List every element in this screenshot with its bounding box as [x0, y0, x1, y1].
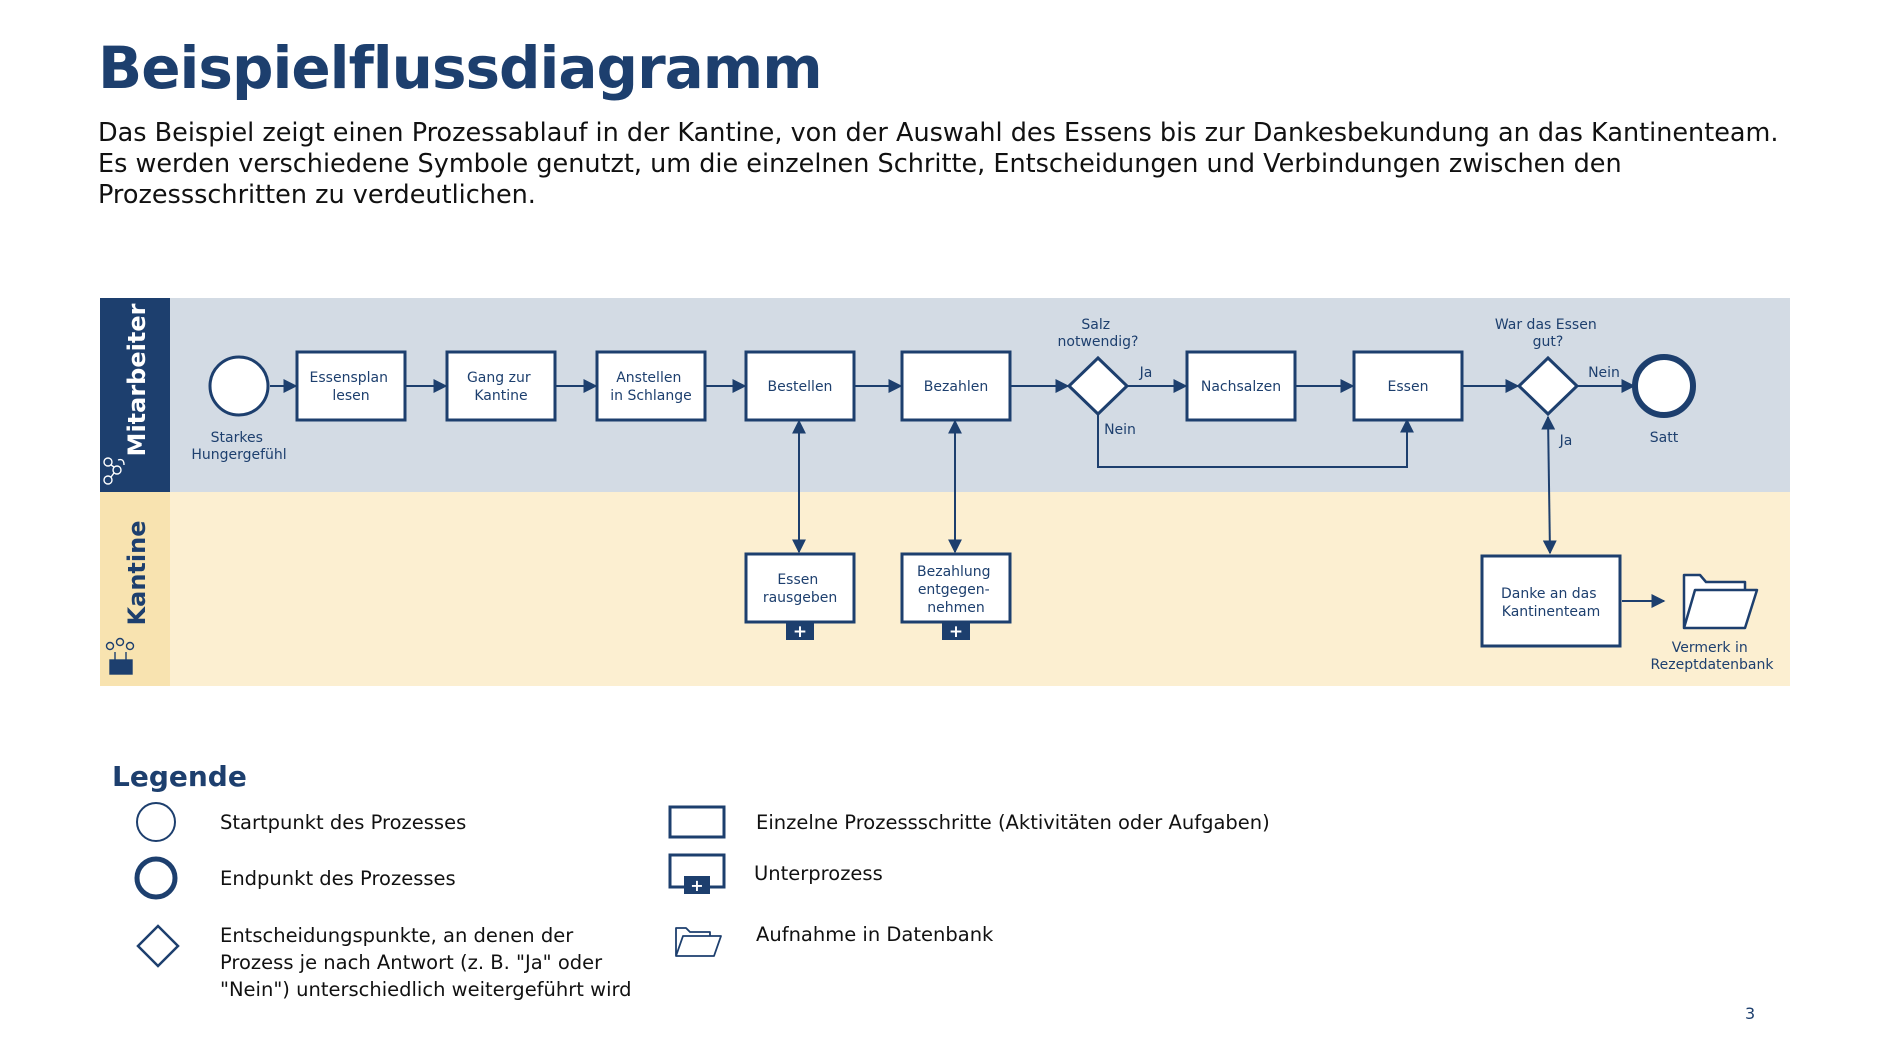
subprocess-marker-icon: [942, 622, 970, 640]
plus-icon: +: [690, 876, 703, 895]
database-vermerk: Vermerk in Rezeptdatenbank: [1651, 573, 1775, 673]
start-event-label: Starkes Hungergefühl: [191, 430, 286, 463]
page-description: Das Beispiel zeigt einen Prozessablauf i…: [98, 118, 1798, 211]
salz-nein-label: Nein: [1104, 422, 1136, 438]
task-danke-kantinenteam: Danke an das Kantinenteam: [1480, 554, 1622, 648]
legend-task-symbol: [668, 805, 726, 839]
end-event-label: Satt: [1650, 430, 1679, 446]
legend-end-label: Endpunkt des Prozesses: [220, 867, 456, 890]
decision-essen-gut: War das Essen gut? Nein Ja: [1495, 317, 1620, 449]
gut-ja-label: Ja: [1559, 433, 1573, 449]
page-title: Beispielflussdiagramm: [98, 34, 823, 102]
legend-symbols: +: [134, 802, 726, 968]
legend-decision-label: Entscheidungspunkte, an denen der Prozes…: [220, 924, 632, 1001]
database-label: Vermerk in Rezeptdatenbank: [1651, 640, 1775, 673]
decision-salz-notwendig: Salz notwendig? Ja Nein: [1058, 317, 1153, 438]
end-event-circle: [1632, 354, 1696, 418]
description-line-2: Es werden verschiedene Symbole genutzt, …: [98, 149, 1622, 210]
task-bestellen: Bestellen: [744, 350, 856, 422]
lane-kantine-header: [100, 492, 170, 686]
cashier-icon: [105, 637, 135, 675]
folder-icon: [1682, 573, 1759, 630]
legend-start-symbol: [136, 802, 176, 842]
task-anstellen-label: Anstellen in Schlange: [610, 370, 692, 404]
subprocess-bezahlung-entgegennehmen: Bezahlung entgegen- nehmen +: [900, 552, 1012, 642]
salz-ja-label: Ja: [1139, 365, 1153, 381]
task-essen-label: Essen: [1388, 379, 1429, 395]
subprocess-essen-rausgeben-label: Essen rausgeben: [763, 572, 837, 606]
subprocess-marker-icon: [786, 622, 814, 640]
subprocess-essen-rausgeben: Essen rausgeben +: [744, 552, 856, 642]
decision-gut-label: War das Essen gut?: [1495, 317, 1601, 350]
legend-task-label: Einzelne Prozessschritte (Aktivitäten od…: [756, 811, 1270, 834]
task-bezahlen-label: Bezahlen: [924, 379, 988, 395]
network-icon: [103, 457, 125, 485]
page-number: 3: [1745, 1004, 1756, 1023]
task-bestellen-label: Bestellen: [768, 379, 833, 395]
legend-subprocess-label: Unterprozess: [754, 862, 883, 885]
decision-salz-label: Salz notwendig?: [1058, 317, 1139, 350]
plus-icon: +: [793, 622, 807, 642]
task-essen: Essen: [1352, 350, 1464, 422]
legend-heading: Legende: [112, 760, 247, 793]
task-essensplan-lesen-label: Essensplan lesen: [310, 370, 393, 404]
task-danke-label: Danke an das Kantinenteam: [1501, 586, 1601, 620]
legend-end-symbol: [134, 856, 178, 900]
legend-start-label: Startpunkt des Prozesses: [220, 811, 467, 834]
task-gang-zur-kantine: Gang zur Kantine: [445, 350, 557, 422]
task-nachsalzen: Nachsalzen: [1185, 350, 1297, 422]
connectors: [270, 379, 1666, 608]
arrow-salz-nein-essen: [1097, 415, 1414, 468]
legend-folder-icon: [675, 927, 722, 957]
subprocess-bezahlung-label: Bezahlung entgegen- nehmen: [917, 564, 995, 616]
legend-database-label: Aufnahme in Datenbank: [756, 923, 994, 946]
plus-icon: +: [949, 622, 963, 642]
task-bezahlen: Bezahlen: [900, 350, 1012, 422]
legend-subprocess-marker: [684, 876, 710, 894]
task-anstellen: Anstellen in Schlange: [595, 350, 707, 422]
gut-nein-label: Nein: [1588, 365, 1620, 381]
arrow-gut-danke: [1541, 415, 1557, 555]
end-event: Satt: [1632, 354, 1696, 446]
lane-kantine-label: Kantine: [123, 521, 151, 626]
start-event: Starkes Hungergefühl: [191, 355, 287, 463]
task-nachsalzen-label: Nachsalzen: [1201, 379, 1281, 395]
start-event-circle: [208, 355, 270, 417]
task-gang-zur-kantine-label: Gang zur Kantine: [467, 370, 535, 404]
task-essensplan-lesen: Essensplan lesen: [295, 350, 407, 422]
description-line-1: Das Beispiel zeigt einen Prozessablauf i…: [98, 118, 1779, 148]
lane-mitarbeiter-label: Mitarbeiter: [123, 303, 151, 456]
legend-decision-symbol: [136, 924, 180, 968]
